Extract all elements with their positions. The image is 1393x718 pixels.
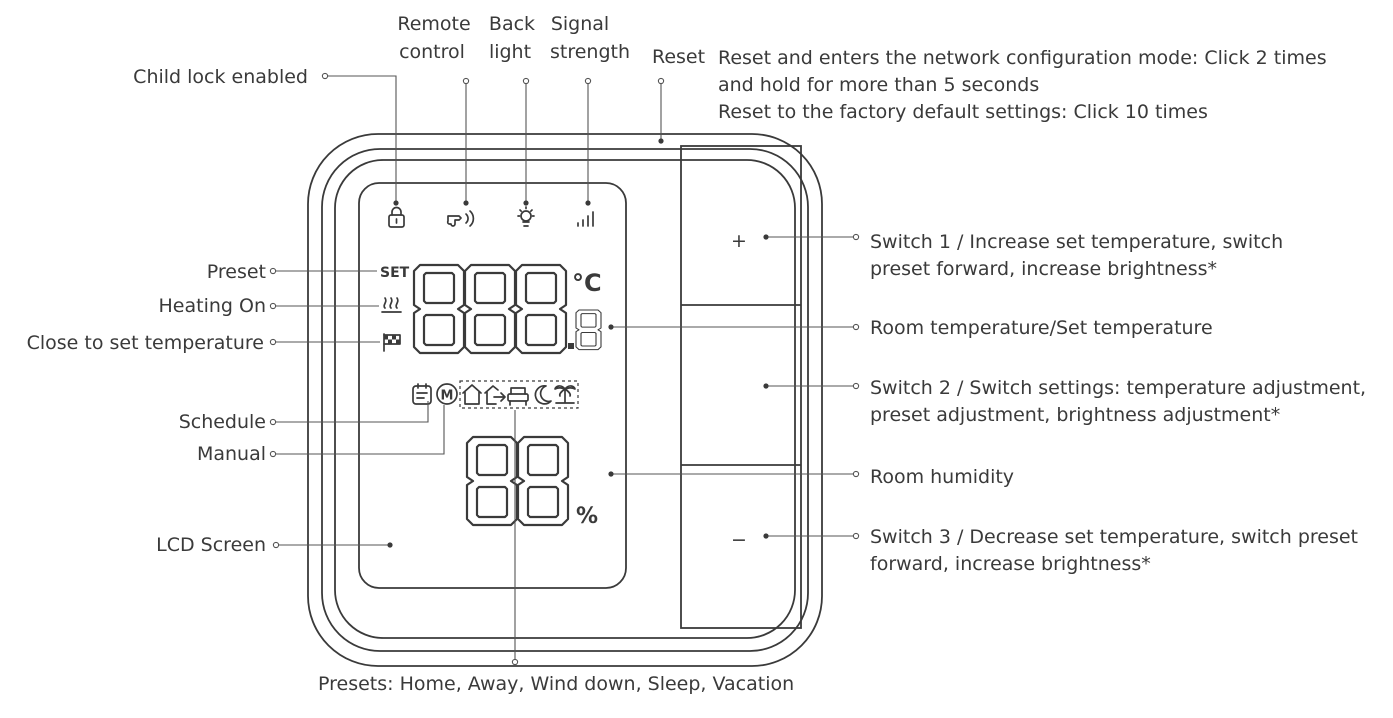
calendar-icon bbox=[412, 383, 432, 405]
palm-tree-icon bbox=[554, 385, 576, 404]
signal-bars-icon bbox=[577, 211, 594, 227]
label-room-humidity: Room humidity bbox=[870, 466, 1014, 488]
manual-badge: M bbox=[441, 389, 454, 404]
home-icon bbox=[462, 384, 482, 405]
temp-unit: °C bbox=[572, 269, 602, 297]
label-schedule: Schedule bbox=[179, 411, 266, 433]
label-switch2-1: Switch 2 / Switch settings: temperature … bbox=[870, 377, 1366, 399]
temp-digit-2 bbox=[463, 263, 517, 355]
lcd-screen bbox=[358, 182, 627, 589]
label-switch1-2: preset forward, increase brightness* bbox=[870, 258, 1217, 280]
callout-labels: Remote control Back light Signal strengt… bbox=[27, 13, 1366, 695]
humidity-digits bbox=[465, 435, 570, 527]
lcd-content: SET °C bbox=[380, 206, 602, 529]
decimal-point bbox=[568, 343, 574, 349]
button-panel bbox=[680, 145, 802, 629]
temperature-digits bbox=[412, 263, 602, 355]
minus-key-glyph: − bbox=[731, 529, 747, 551]
device-middle-frame bbox=[321, 148, 809, 652]
label-signal-1: Signal bbox=[551, 13, 609, 35]
label-signal-2: strength bbox=[550, 41, 630, 63]
device-body bbox=[307, 133, 823, 667]
manual-mode-icon: M bbox=[436, 383, 458, 405]
label-remote-control-2: control bbox=[399, 41, 465, 63]
label-reset: Reset bbox=[652, 46, 705, 68]
leader-lines bbox=[273, 75, 856, 662]
lightbulb-icon bbox=[517, 206, 535, 227]
humidity-digit-2 bbox=[516, 435, 570, 527]
presets-group-box bbox=[459, 380, 579, 409]
label-close-to-set: Close to set temperature bbox=[27, 332, 264, 354]
label-manual: Manual bbox=[197, 443, 266, 465]
label-reset-desc-1: Reset and enters the network configurati… bbox=[718, 47, 1327, 69]
door-arrow-icon bbox=[484, 385, 506, 405]
label-lcd-screen: LCD Screen bbox=[156, 534, 266, 556]
temp-decimal-digit bbox=[575, 309, 602, 351]
label-switch2-2: preset adjustment, brightness adjustment… bbox=[870, 404, 1280, 426]
label-reset-desc-2: and hold for more than 5 seconds bbox=[718, 74, 1039, 96]
label-switch3-2: forward, increase brightness* bbox=[870, 553, 1151, 575]
label-reset-desc-3: Reset to the factory default settings: C… bbox=[718, 101, 1208, 123]
checkered-flag-icon bbox=[383, 333, 401, 352]
label-backlight-2: light bbox=[489, 41, 531, 63]
set-badge: SET bbox=[380, 265, 410, 281]
heating-waves-icon bbox=[381, 297, 402, 313]
leader-open-dots bbox=[269, 72, 860, 666]
humidity-digit-1 bbox=[465, 435, 519, 527]
label-switch3-1: Switch 3 / Decrease set temperature, swi… bbox=[870, 526, 1358, 548]
label-backlight-1: Back bbox=[489, 13, 535, 35]
humidity-unit: % bbox=[576, 504, 598, 529]
plus-key-glyph: + bbox=[731, 230, 747, 252]
lock-icon bbox=[388, 206, 405, 228]
device-inner-frame bbox=[334, 159, 796, 639]
device-outer-frame bbox=[307, 133, 823, 667]
label-child-lock: Child lock enabled bbox=[133, 66, 308, 88]
label-room-temp: Room temperature/Set temperature bbox=[870, 317, 1213, 339]
label-presets-list: Presets: Home, Away, Wind down, Sleep, V… bbox=[318, 673, 794, 695]
label-remote-control-1: Remote bbox=[397, 13, 470, 35]
leader-target-dots bbox=[387, 138, 769, 548]
sofa-icon bbox=[507, 387, 529, 406]
moon-icon bbox=[534, 385, 552, 405]
label-preset: Preset bbox=[207, 261, 266, 283]
label-switch1-1: Switch 1 / Increase set temperature, swi… bbox=[870, 231, 1283, 253]
hand-remote-icon bbox=[446, 210, 475, 227]
temp-digit-1 bbox=[412, 263, 466, 355]
temp-digit-3 bbox=[514, 263, 568, 355]
label-heating-on: Heating On bbox=[159, 295, 267, 317]
